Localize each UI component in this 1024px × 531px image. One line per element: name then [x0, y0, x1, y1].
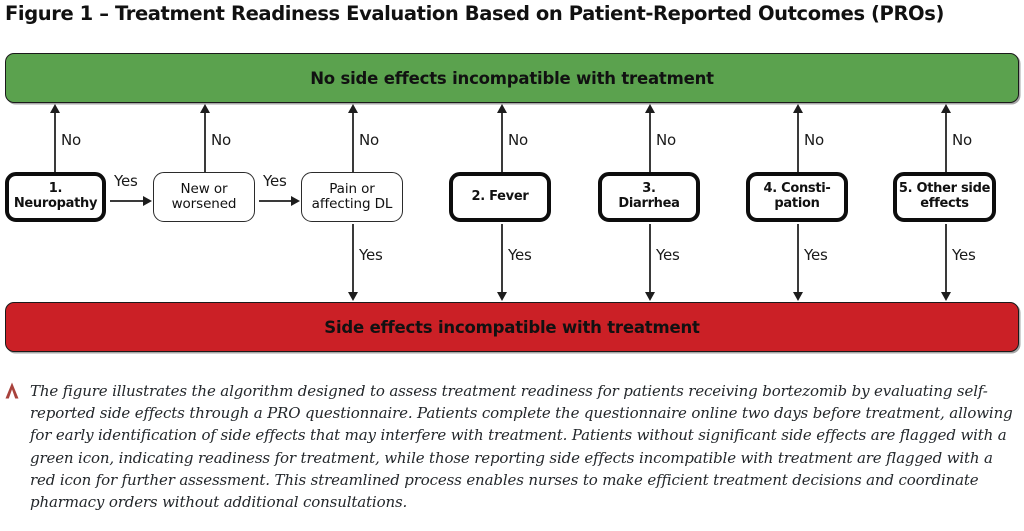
edge-label-neuropathy-no: No: [61, 131, 81, 149]
figure-caption-text: The figure illustrates the algorithm des…: [30, 382, 1013, 511]
node-new-or-worsened[interactable]: New or worsened: [153, 172, 255, 222]
page-title: Figure 1 – Treatment Readiness Evaluatio…: [5, 2, 944, 25]
connector-diarrhea-down-arrow: [645, 292, 655, 301]
connector-new-to-pain-line: [259, 200, 292, 202]
node-pain-or-affecting-dl[interactable]: Pain or affecting DL: [301, 172, 403, 222]
connector-other-up-arrow: [941, 104, 951, 113]
connector-fever-up-line: [501, 113, 503, 172]
node-neuropathy-label: 1. Neuropathy: [13, 181, 98, 211]
edge-label-fever-yes: Yes: [508, 246, 532, 264]
connector-new-up-arrow: [200, 104, 210, 113]
connector-diarrhea-down-line: [649, 224, 651, 293]
node-other-side-effects-label: 5. Other side effects: [898, 181, 991, 211]
connector-diarrhea-up-line: [649, 113, 651, 172]
connector-pain-up-line: [352, 113, 354, 172]
connector-other-down-arrow: [941, 292, 951, 301]
connector-other-down-line: [945, 224, 947, 293]
edge-label-pain-yes: Yes: [359, 246, 383, 264]
connector-pain-down-line: [352, 224, 354, 293]
connector-constipation-up-arrow: [793, 104, 803, 113]
banner-side-effects-label: Side effects incompatible with treatment: [324, 317, 700, 337]
banner-no-side-effects-label: No side effects incompatible with treatm…: [310, 68, 714, 88]
connector-constipation-down-line: [797, 224, 799, 293]
connector-new-to-pain-arrow: [291, 196, 300, 206]
connector-fever-down-line: [501, 224, 503, 293]
connector-diarrhea-up-arrow: [645, 104, 655, 113]
connector-neuropathy-up-arrow: [50, 104, 60, 113]
edge-label-fever-no: No: [508, 131, 528, 149]
connector-pain-down-arrow: [348, 292, 358, 301]
connector-other-up-line: [945, 113, 947, 172]
node-other-side-effects[interactable]: 5. Other side effects: [893, 172, 996, 222]
edge-label-constipation-no: No: [804, 131, 824, 149]
banner-no-side-effects: No side effects incompatible with treatm…: [5, 53, 1019, 103]
connector-neuropathy-to-new-arrow: [143, 196, 152, 206]
edge-label-constipation-yes: Yes: [804, 246, 828, 264]
edge-label-new-no: No: [211, 131, 231, 149]
edge-label-pain-no: No: [359, 131, 379, 149]
edge-label-other-yes: Yes: [952, 246, 976, 264]
node-constipation-label: 4. Consti- pation: [763, 181, 831, 211]
caret-up-icon: [5, 382, 19, 399]
connector-constipation-down-arrow: [793, 292, 803, 301]
connector-new-up-line: [204, 113, 206, 172]
figure-caption: The figure illustrates the algorithm des…: [4, 380, 1020, 513]
edge-label-neuropathy-yes: Yes: [114, 172, 138, 190]
banner-side-effects: Side effects incompatible with treatment: [5, 302, 1019, 352]
node-fever[interactable]: 2. Fever: [449, 172, 551, 222]
node-constipation[interactable]: 4. Consti- pation: [746, 172, 848, 222]
node-diarrhea[interactable]: 3. Diarrhea: [598, 172, 700, 222]
node-neuropathy[interactable]: 1. Neuropathy: [5, 172, 106, 222]
connector-constipation-up-line: [797, 113, 799, 172]
edge-label-diarrhea-yes: Yes: [656, 246, 680, 264]
node-new-or-worsened-label: New or worsened: [171, 180, 237, 212]
node-pain-or-affecting-dl-label: Pain or affecting DL: [311, 180, 393, 212]
node-fever-label: 2. Fever: [471, 188, 529, 204]
connector-pain-up-arrow: [348, 104, 358, 113]
connector-fever-up-arrow: [497, 104, 507, 113]
connector-neuropathy-up-line: [54, 113, 56, 172]
node-diarrhea-label: 3. Diarrhea: [618, 181, 680, 211]
edge-label-other-no: No: [952, 131, 972, 149]
connector-fever-down-arrow: [497, 292, 507, 301]
edge-label-new-yes: Yes: [263, 172, 287, 190]
connector-neuropathy-to-new-line: [110, 200, 144, 202]
edge-label-diarrhea-no: No: [656, 131, 676, 149]
